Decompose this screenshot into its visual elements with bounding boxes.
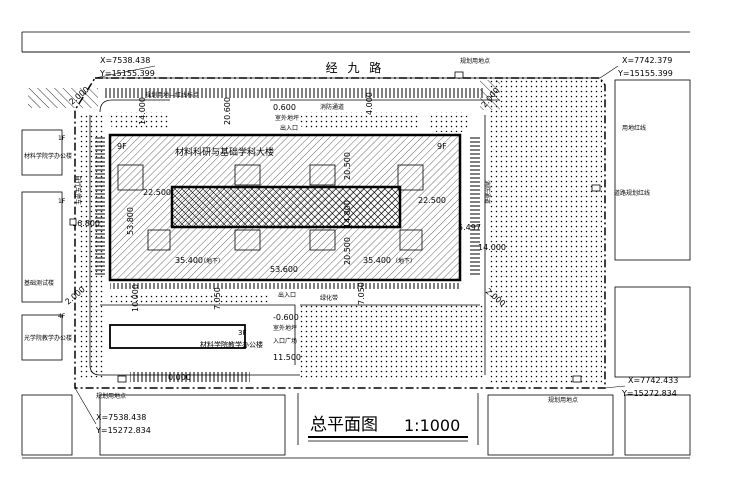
neighbor-left-3-name: 光学院教学办公楼 (24, 334, 72, 342)
svg-text:20.500: 20.500 (343, 237, 352, 265)
building-name: 材料科研与基础学科大楼 (175, 146, 274, 158)
coord-bottom-left: X=7538.438 Y=15272.834 (95, 413, 151, 435)
right-label-2: 道路规划红线 (614, 189, 650, 197)
svg-text:4.000: 4.000 (365, 92, 374, 115)
coord-bottom-right: X=7742.433 Y=15272.834 (621, 376, 678, 398)
svg-text:室外地坪: 室外地坪 (273, 324, 297, 332)
tree-row-top (105, 88, 485, 98)
dimensions: 2.000 14.000 20.600 0.600 4.000 2.000 22… (64, 85, 508, 382)
svg-text:规划用地点: 规划用地点 (96, 392, 126, 400)
svg-text:（地下）: （地下） (200, 257, 224, 265)
neighbor-left-3-floors: 4F (58, 313, 66, 320)
svg-text:0.000: 0.000 (168, 373, 191, 382)
neighbor-left-1-floors: 1F (58, 135, 66, 142)
drawing-title: 总平面图 1:1000 (297, 393, 479, 445)
building-blocks (117, 164, 424, 251)
svg-text:14.800: 14.800 (343, 200, 352, 228)
tree-row-left (95, 135, 105, 275)
svg-text:53.600: 53.600 (270, 265, 298, 274)
svg-text:X=7742.433: X=7742.433 (628, 376, 678, 385)
svg-text:规划用地点: 规划用地点 (548, 396, 578, 404)
svg-text:自行车停车: 自行车停车 (74, 175, 82, 205)
lawn-4 (110, 293, 270, 305)
building-core (170, 185, 402, 229)
tree-row-mid (110, 283, 460, 289)
svg-text:（地下）: （地下） (392, 257, 416, 265)
svg-text:规划用地点: 规划用地点 (460, 57, 490, 65)
lawn-2 (300, 112, 420, 130)
svg-text:0.600: 0.600 (273, 103, 296, 112)
lawn-3 (430, 112, 470, 132)
south-building-name: 材料学院教学办公楼 (200, 340, 263, 349)
svg-text:消防通道: 消防通道 (483, 180, 491, 204)
south-building (109, 324, 246, 349)
svg-text:X=7742.379: X=7742.379 (622, 56, 672, 65)
svg-text:35.400: 35.400 (175, 256, 203, 265)
neighbor-buildings-right (21, 79, 691, 456)
svg-text:室外地坪: 室外地坪 (275, 114, 299, 122)
svg-text:消防通道: 消防通道 (320, 103, 344, 111)
svg-text:16.800: 16.800 (72, 219, 100, 228)
svg-text:7.050: 7.050 (213, 287, 222, 310)
road-name: 经 九 路 (326, 60, 385, 75)
svg-text:X=7538.438: X=7538.438 (100, 56, 150, 65)
svg-text:10.000: 10.000 (131, 284, 140, 312)
coord-leaders (74, 65, 626, 425)
lawn-1 (110, 112, 170, 130)
inner-road (89, 99, 500, 376)
svg-text:规划用地—红线标点: 规划用地—红线标点 (145, 91, 199, 99)
svg-text:53.800: 53.800 (126, 207, 135, 235)
svg-text:11.500: 11.500 (273, 353, 301, 362)
diag-area-top (480, 80, 500, 110)
svg-text:出入口: 出入口 (280, 124, 298, 132)
svg-text:14.000: 14.000 (138, 97, 147, 125)
tree-row-bottom (130, 372, 250, 382)
svg-text:20.600: 20.600 (223, 97, 232, 125)
title-scale: 1:1000 (404, 416, 460, 435)
svg-text:14.000: 14.000 (478, 243, 506, 252)
south-building-floors: 3F (238, 329, 246, 337)
svg-text:Y=15272.834: Y=15272.834 (621, 389, 677, 398)
coord-top-right: X=7742.379 Y=15155.399 (617, 56, 673, 78)
green-dotted-area-south (300, 305, 485, 380)
neighbor-left-2-floors: 1F (58, 198, 66, 205)
svg-text:35.400: 35.400 (363, 256, 391, 265)
svg-text:22.500: 22.500 (143, 188, 171, 197)
neighbor-left-2-name: 基础测试楼 (24, 279, 54, 287)
tree-row-right (470, 135, 480, 275)
site-notes: 室外地坪 出入口 出入口 室外地坪 入口广场 消防通道 消防通道 自行车停车 绿… (74, 57, 578, 404)
svg-text:5.497: 5.497 (458, 223, 481, 232)
svg-text:-0.600: -0.600 (273, 313, 299, 322)
coord-top-left: X=7538.438 Y=15155.399 (99, 56, 155, 78)
svg-text:22.500: 22.500 (418, 196, 446, 205)
svg-text:Y=15155.399: Y=15155.399 (99, 69, 155, 78)
svg-text:7.050: 7.050 (357, 282, 366, 305)
svg-text:绿化带: 绿化带 (320, 294, 338, 302)
neighbor-buildings-left (21, 129, 63, 361)
neighbor-left-1-name: 材料学院学办公楼 (24, 152, 72, 160)
svg-text:Y=15155.399: Y=15155.399 (617, 69, 673, 78)
diag-area-left (28, 88, 98, 108)
markers (69, 71, 601, 383)
svg-text:20.500: 20.500 (343, 152, 352, 180)
svg-text:入口广场: 入口广场 (273, 337, 297, 345)
right-label-1: 用地红线 (622, 124, 646, 132)
title-text: 总平面图 (310, 415, 378, 435)
svg-text:X=7538.438: X=7538.438 (96, 413, 146, 422)
green-dotted-area (490, 80, 602, 385)
svg-text:出入口: 出入口 (278, 291, 296, 299)
svg-text:Y=15272.834: Y=15272.834 (95, 426, 151, 435)
floors-right: 9F (437, 142, 447, 151)
floors-left: 9F (117, 142, 127, 151)
